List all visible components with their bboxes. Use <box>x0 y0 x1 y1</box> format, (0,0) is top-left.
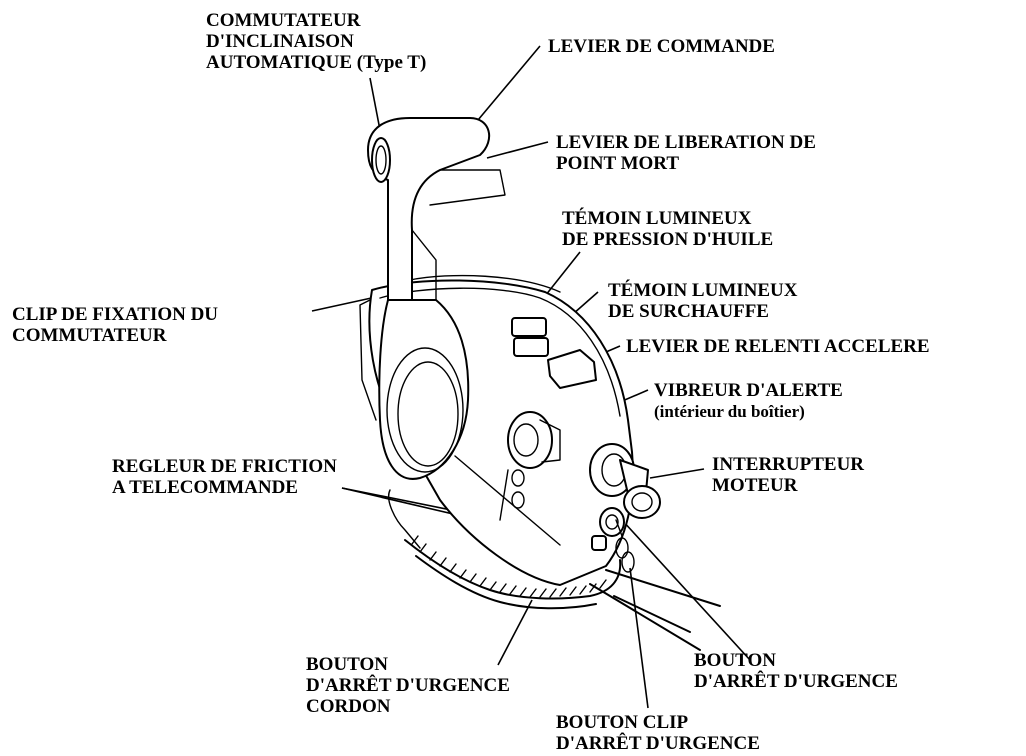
label-neutral-release: LEVIER DE LIBERATION DE POINT MORT <box>556 132 816 174</box>
label-control-lever: LEVIER DE COMMANDE <box>548 36 775 57</box>
overheat-lamp-icon <box>514 338 548 356</box>
label-oil-pressure: TÉMOIN LUMINEUX DE PRESSION D'HUILE <box>562 208 773 250</box>
label-warning-buzzer: VIBREUR D'ALERTE (intérieur du boîtier) <box>654 380 843 422</box>
leader-control-lever <box>478 46 540 120</box>
label-stop-lanyard: BOUTON D'ARRÊT D'URGENCE CORDON <box>306 654 510 717</box>
leader-stop-switch <box>622 520 750 660</box>
leader-ignition-switch <box>650 469 704 478</box>
indicator-lights <box>512 318 548 356</box>
friction-adjuster-icon <box>592 536 606 550</box>
tilt-switch-icon <box>372 138 390 182</box>
label-stop-clip: BOUTON CLIP D'ARRÊT D'URGENCE <box>556 712 760 754</box>
label-overheat: TÉMOIN LUMINEUX DE SURCHAUFFE <box>608 280 797 322</box>
control-lever <box>368 118 505 300</box>
label-friction-adjuster: REGLEUR DE FRICTION A TELECOMMANDE <box>112 456 337 498</box>
leader-stop-clip <box>630 568 648 708</box>
label-switch-clip: CLIP DE FIXATION DU COMMUTATEUR <box>12 304 218 346</box>
label-ignition-switch: INTERRUPTEUR MOTEUR <box>712 454 864 496</box>
mounting-rails <box>590 570 720 650</box>
label-tilt-switch: COMMUTATEUR D'INCLINAISON AUTOMATIQUE (T… <box>206 10 426 73</box>
leader-tilt-switch <box>370 78 380 130</box>
label-fast-idle: LEVIER DE RELENTI ACCELERE <box>626 336 930 357</box>
oil-pressure-lamp-icon <box>512 318 546 336</box>
label-stop-switch: BOUTON D'ARRÊT D'URGENCE <box>694 650 898 692</box>
leader-neutral-release <box>487 142 548 158</box>
leader-switch-clip <box>312 297 376 311</box>
